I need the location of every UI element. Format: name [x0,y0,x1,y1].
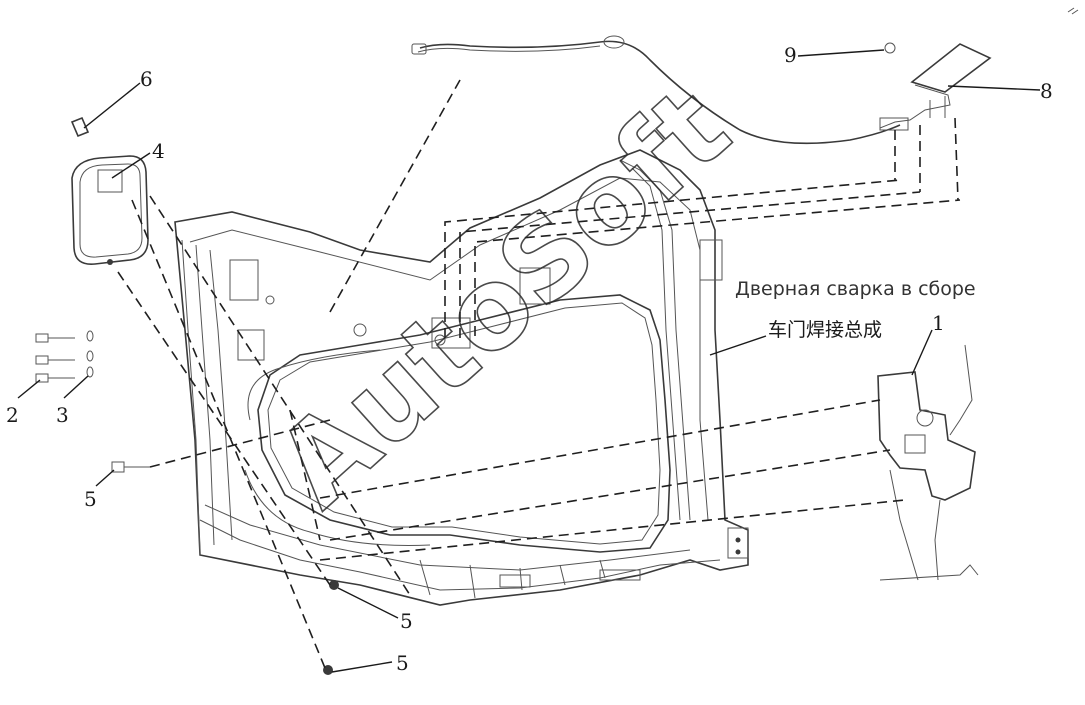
leader-lines [17,49,1041,673]
callout-9: 9 [784,43,797,67]
callout-1: 1 [932,311,945,335]
callout-6: 6 [140,67,153,91]
part-8-lever-bracket [879,42,992,131]
chinese-caption: 车门焊接总成 [768,319,882,341]
corner-mark [1067,7,1079,15]
dashed-assembly-lines [117,79,961,669]
release-cable [411,35,901,145]
part-4-mirror-panel [71,155,149,265]
callout-8: 8 [1040,79,1053,103]
autosoft-watermark: AutoSoft [253,63,754,532]
parts-2-3-screws-washers [35,330,94,383]
callout-4: 4 [152,139,165,163]
russian-caption: Дверная сварка в сборе [735,278,976,300]
callout-2: 2 [6,403,19,427]
callout-numbers: 6 4 2 3 5 5 5 9 8 1 [6,43,1053,675]
part-1-lock-mechanism [877,344,979,581]
callout-3: 3 [56,403,69,427]
callout-5-upper: 5 [84,487,97,511]
callout-5-middle: 5 [400,609,413,633]
part-6-clip [70,116,90,138]
callout-5-lower: 5 [396,651,409,675]
